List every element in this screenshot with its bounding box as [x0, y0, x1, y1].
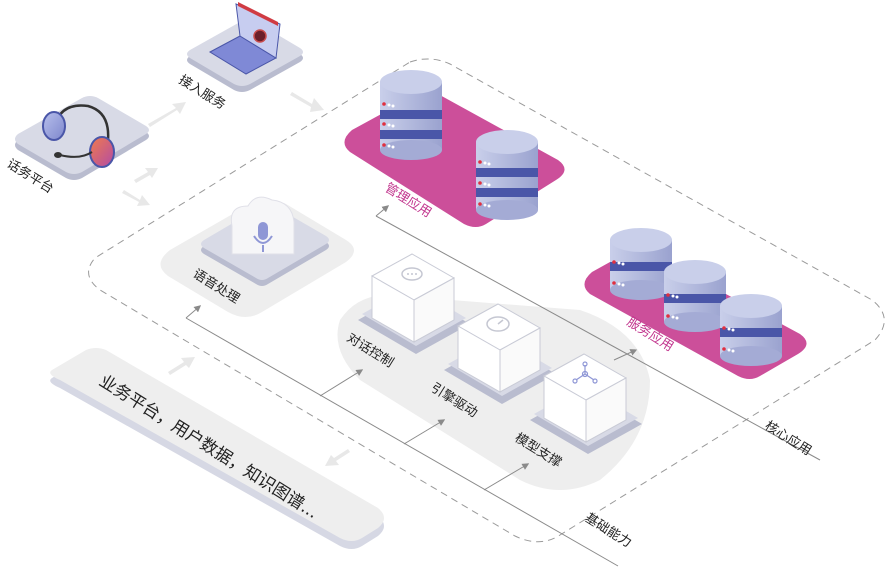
arrow-voice-down	[122, 190, 150, 206]
database-icon	[610, 228, 672, 300]
connector-lines	[185, 205, 821, 567]
gauge-icon	[486, 316, 510, 332]
node-engine-driver[interactable]	[444, 303, 556, 404]
node-speech-processing[interactable]	[160, 196, 354, 317]
node-service-apps[interactable]	[584, 228, 807, 379]
arrow-data-down	[325, 449, 350, 466]
node-model-support[interactable]	[530, 353, 642, 454]
cloud-microphone-icon	[230, 196, 295, 255]
node-voice-platform[interactable]	[15, 96, 149, 180]
arrow-data-up	[168, 357, 195, 375]
core-zone-boundary	[88, 58, 885, 543]
node-management-apps[interactable]	[344, 70, 565, 227]
node-access-service[interactable]	[187, 2, 303, 92]
network-node-icon	[572, 361, 598, 384]
database-icon	[476, 130, 538, 220]
chat-bubble-icon	[401, 267, 423, 281]
database-icon	[380, 70, 442, 160]
label-core-apps: 核心应用	[762, 418, 815, 459]
arrow-voice-up	[134, 168, 158, 183]
node-dialog-control[interactable]	[358, 253, 470, 354]
headset-icon	[42, 104, 115, 168]
label-data-sources: 业务平台，用户数据，知识图谱...	[95, 371, 321, 523]
node-data-sources[interactable]	[50, 348, 384, 549]
database-icon	[720, 294, 782, 366]
database-icon	[664, 260, 726, 332]
arrow-access-to-core	[290, 92, 324, 112]
ghost-arrows	[122, 92, 350, 466]
arrow-voice-to-access	[148, 102, 186, 127]
laptop-icon	[208, 2, 281, 75]
label-base-capabilities: 基础能力	[582, 511, 634, 551]
